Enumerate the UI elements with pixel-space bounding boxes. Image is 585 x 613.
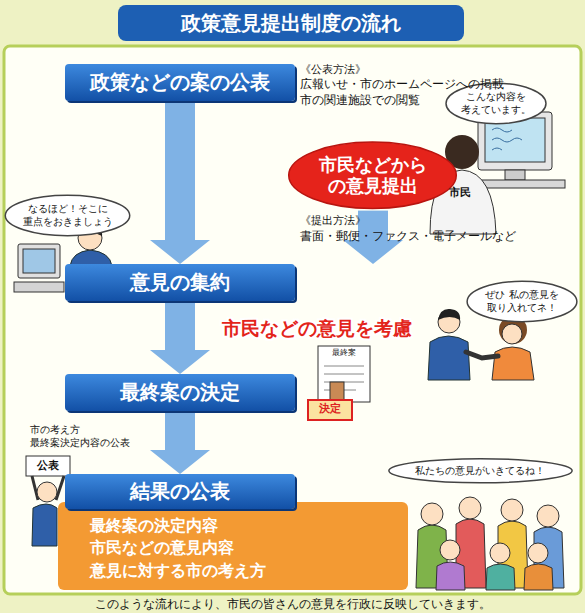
person-head	[421, 503, 443, 525]
monitor-stand	[505, 170, 525, 180]
node-heading: こんな内容を 考えています。	[460, 91, 532, 116]
input-ellipse: 市民などからの意見提出	[287, 140, 458, 211]
process-box: 最終案の決定	[65, 374, 295, 411]
stamp-handle	[330, 382, 344, 400]
sign-text: 決定	[308, 402, 352, 416]
emphasis-text: 市民などの意見を考慮	[222, 316, 412, 341]
person-head	[440, 540, 460, 560]
diagram-title: 政策意見提出制度の流れ	[118, 5, 464, 41]
man-hair	[438, 309, 460, 320]
person-head	[501, 499, 523, 521]
speech-bubble: ぜひ 私の意見を 取り入れてネ！	[466, 280, 578, 323]
note-text: 《公表方法》	[300, 63, 366, 77]
person-body	[486, 564, 515, 590]
node-body: 最終案の決定内容 市民などの意見内容 意見に対する市の考え方	[90, 515, 260, 582]
keyboard	[14, 282, 64, 292]
node-outline	[289, 142, 457, 208]
paper	[318, 346, 370, 402]
node-heading: 結果の公表	[65, 474, 295, 509]
node-heading: 政策などの案の公表	[90, 69, 270, 96]
process-box: 政策などの案の公表	[65, 64, 295, 101]
woman-body	[492, 347, 534, 380]
node-outline	[388, 459, 571, 483]
man-body	[428, 336, 470, 380]
flow-arrow	[165, 101, 195, 240]
note-text: 《提出方法》	[300, 214, 366, 228]
note-text: 書面・郵便・ファクス・電子メールなど	[300, 229, 516, 245]
woman-head	[502, 324, 522, 344]
screen-scribble	[492, 128, 522, 150]
person-head	[528, 543, 548, 563]
screen	[485, 118, 545, 162]
man-head	[37, 482, 57, 502]
node-heading: 意見の集約	[130, 269, 230, 296]
person-body	[436, 562, 465, 590]
speech-bubble: なるほど！そこに 重点をおきましょう	[4, 194, 131, 237]
computer-screen	[23, 249, 55, 273]
flow-arrow	[165, 301, 195, 350]
node-heading: 最終案の決定	[120, 379, 240, 406]
main-panel	[4, 46, 581, 594]
handshake-arms	[466, 352, 498, 358]
flow-arrow	[165, 411, 195, 450]
people-group	[416, 497, 564, 590]
note-text: 市の考え方 最終案決定内容の公表	[30, 423, 136, 449]
person-body	[524, 564, 553, 590]
sign-text: 公表	[26, 459, 70, 473]
node-heading: 私たちの意見がいきてるね！	[410, 465, 550, 478]
node-outline	[5, 195, 129, 235]
speech-bubble: 私たちの意見がいきてるね！	[387, 458, 574, 484]
sign-text: 最終案	[318, 348, 370, 358]
stamp	[308, 400, 352, 420]
node-heading: なるほど！そこに 重点をおきましょう	[22, 203, 114, 228]
node-outline	[467, 281, 577, 321]
sign	[26, 456, 70, 476]
result-panel: 結果の公表最終案の決定内容 市民などの意見内容 意見に対する市の考え方	[58, 474, 408, 590]
note-text: 広報いせ・市のホームページへの掲載 市の関連施設での閲覧	[300, 77, 514, 108]
man-body	[32, 504, 57, 546]
person-head	[490, 543, 510, 563]
person-head	[459, 497, 481, 519]
caption: このような流れにより、市民の皆さんの意見を行政に反映していきます。	[0, 596, 585, 613]
note-text: 市民	[449, 186, 471, 200]
process-box: 意見の集約	[65, 264, 295, 301]
node-heading: 市民などからの意見提出	[316, 154, 429, 197]
computer	[18, 244, 60, 278]
node-heading: ぜひ 私の意見を 取り入れてネ！	[482, 289, 562, 314]
person-head	[537, 505, 559, 527]
